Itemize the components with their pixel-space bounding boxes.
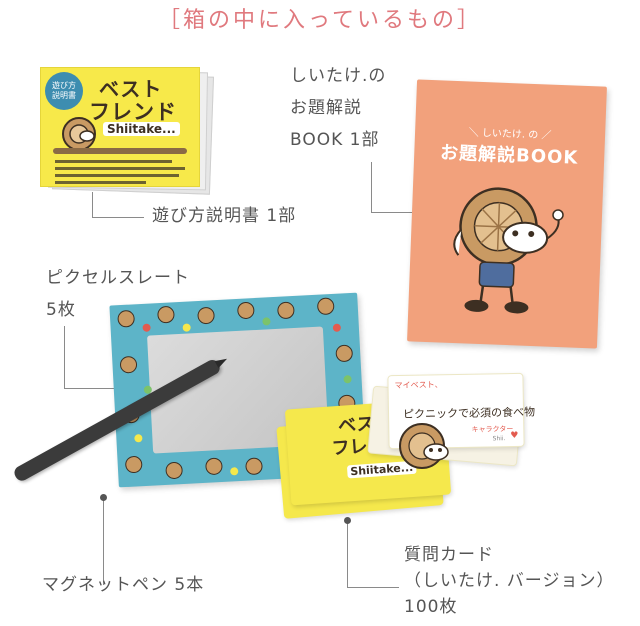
cards-label-line3: 100枚 bbox=[404, 597, 458, 617]
manual-logo-line2: フレンド bbox=[89, 100, 177, 124]
manual-body-text bbox=[55, 160, 185, 184]
cards-label-line2: （しいたけ. バージョン） bbox=[404, 571, 615, 591]
manual-logo-line1: ベスト bbox=[99, 77, 163, 101]
slate-label: ピクセルスレート 5枚 bbox=[46, 265, 190, 323]
card-mascot-icon bbox=[399, 423, 449, 469]
question-card-corner: Shii. bbox=[492, 435, 506, 443]
question-card-header: マイベスト、 bbox=[394, 380, 443, 391]
pen-leader-dot bbox=[100, 494, 107, 501]
shiitake-character-icon bbox=[453, 187, 564, 314]
cards-leader-vertical bbox=[347, 520, 348, 588]
pen-leader-vertical bbox=[103, 497, 104, 585]
cards-label-line1: 質問カード bbox=[404, 545, 494, 565]
heart-icon: ♥ bbox=[510, 430, 519, 442]
booklet-label-line3: BOOK 1部 bbox=[290, 130, 380, 150]
mushroom-mascot-icon bbox=[62, 117, 96, 151]
manual-badge: 遊び方 説明書 bbox=[45, 72, 83, 110]
booklet-label-line2: お題解説 bbox=[290, 98, 362, 118]
pen-label: マグネットペン 5本 bbox=[42, 575, 205, 595]
slate-label-line1: ピクセルスレート bbox=[46, 268, 190, 288]
manual-ground bbox=[53, 148, 187, 154]
booklet-label-line1: しいたけ.の bbox=[290, 66, 387, 86]
booklet-leader-vertical bbox=[371, 162, 372, 212]
manual-cover: 遊び方 説明書 ベスト フレンド Shiitake... bbox=[40, 67, 200, 187]
page-title: ［箱の中に入っているもの］ bbox=[158, 8, 482, 33]
manual-logo-sub: Shiitake... bbox=[103, 122, 180, 136]
slate-leader-horizontal bbox=[64, 388, 118, 389]
booklet-leader-horizontal bbox=[371, 212, 423, 213]
manual-leader-vertical bbox=[92, 192, 93, 218]
slate-leader-vertical bbox=[64, 326, 65, 388]
manual-label: 遊び方説明書 1部 bbox=[152, 206, 297, 226]
booklet-cover: ＼ しいたけ. の ／ お題解説BOOK bbox=[407, 79, 607, 349]
question-card-footer: キャラクター bbox=[471, 425, 514, 434]
cards-leader-horizontal bbox=[347, 587, 399, 588]
cards-label: 質問カード （しいたけ. バージョン） 100枚 bbox=[404, 542, 614, 620]
slate-label-line2: 5枚 bbox=[46, 300, 76, 320]
cards-leader-dot bbox=[344, 517, 351, 524]
booklet-label: しいたけ.の お題解説 BOOK 1部 bbox=[290, 63, 386, 153]
manual-leader-horizontal bbox=[92, 217, 144, 218]
